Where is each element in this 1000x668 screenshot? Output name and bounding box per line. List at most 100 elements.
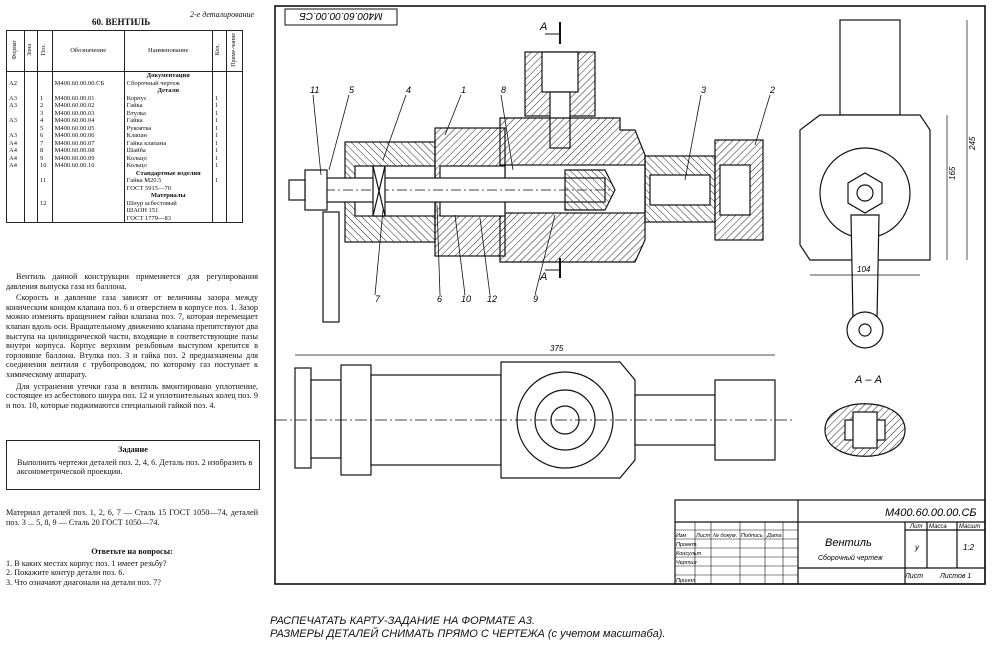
- table-row: Детали: [5, 87, 244, 95]
- tb-sheet: Лист: [904, 573, 923, 580]
- table-row: Документация: [5, 72, 244, 80]
- footer-line-1: РАСПЕЧАТАТЬ КАРТУ-ЗАДАНИЕ НА ФОРМАТЕ А3.: [270, 615, 535, 627]
- footer-line-2: РАЗМЕРЫ ДЕТАЛЕЙ СНИМАТЬ ПРЯМО С ЧЕРТЕЖА …: [270, 628, 666, 640]
- table-row: Материалы: [5, 192, 244, 200]
- col-note: Приме-чание: [230, 32, 237, 67]
- tb-row: Изм: [676, 533, 686, 539]
- tb-code: М400.60.00.00.СБ: [885, 507, 977, 519]
- table-row: [5, 222, 244, 223]
- tb-u: у: [914, 543, 920, 552]
- balloon: 3: [701, 85, 706, 95]
- tb-role: Проект.: [676, 542, 698, 548]
- description-para: Скорость и давление газа зависят от вели…: [6, 293, 258, 379]
- col-zone: Зона: [27, 43, 34, 56]
- tb-role: Чертил: [676, 560, 697, 566]
- col-name: Наименование: [123, 30, 213, 72]
- section-heading: Детали: [123, 87, 213, 95]
- materials-text: Материал деталей поз. 1, 2, 6, 7 — Сталь…: [6, 508, 258, 527]
- tb-row: Дата: [766, 533, 782, 539]
- main-section-view: [288, 51, 764, 323]
- description-para: Вентиль данной конструкции применяется д…: [6, 272, 258, 291]
- tb-lit: Лит: [909, 524, 922, 530]
- tb-scale-header: Масшт: [959, 524, 980, 530]
- description-para: Для устранения утечки газа в вентиль вмо…: [6, 381, 258, 410]
- balloon: 1: [461, 85, 466, 95]
- section-aa-title: А – А: [854, 374, 882, 386]
- description: Вентиль данной конструкции применяется д…: [6, 272, 258, 412]
- balloon: 8: [501, 85, 506, 95]
- col-pos: Поз.: [41, 44, 48, 56]
- balloon-numbers: 11 5 4 1 8 3 2 7 6 10 12 9: [310, 85, 775, 304]
- page-note: 2-е деталирование: [190, 10, 255, 19]
- dim-245: 245: [968, 136, 977, 151]
- col-code: Обозначение: [51, 30, 125, 72]
- dim-165: 165: [948, 166, 957, 180]
- tb-name: Вентиль: [825, 537, 872, 549]
- table-row: ГОСТ 1779—83: [5, 214, 244, 222]
- balloon: 4: [406, 85, 411, 95]
- section-letter-top: А: [539, 21, 547, 33]
- task-title: Задание: [118, 445, 148, 454]
- dim-375: 375: [550, 344, 564, 353]
- balloon: 10: [461, 294, 471, 304]
- section-title: 60. ВЕНТИЛЬ: [92, 17, 151, 27]
- assembly-drawing: М400.60.00.00.СБ: [274, 5, 986, 585]
- balloon: 12: [487, 294, 497, 304]
- tb-row: № докум.: [713, 533, 737, 539]
- side-view: [799, 19, 931, 349]
- question-item: 3. Что означают диагонали на детали поз.…: [6, 577, 161, 587]
- table-row: ГОСТ 5915—70: [5, 184, 244, 192]
- stamp-code: М400.60.00.00.СБ: [299, 10, 383, 21]
- dim-104: 104: [857, 265, 871, 274]
- table-row: ШАОН 151: [5, 207, 244, 215]
- title-block: [674, 499, 986, 585]
- sheet-frame: [274, 5, 986, 585]
- table-row: Стандартные изделия: [5, 169, 244, 177]
- balloon: 2: [769, 85, 775, 95]
- task-body: Выполнить чертежи деталей поз. 2, 4, 6. …: [17, 457, 253, 477]
- section-heading: Документация: [123, 72, 213, 80]
- questions-title: Ответьте на вопросы:: [91, 547, 173, 556]
- questions: Ответьте на вопросы: 1. В каких местах к…: [6, 547, 258, 587]
- tb-subname: Сборочный чертеж: [818, 554, 884, 562]
- question-item: 2. Покажите контур детали поз. 6.: [6, 568, 125, 578]
- task-box: Задание Выполнить чертежи деталей поз. 2…: [6, 440, 260, 490]
- specification-table: Формат Зона Поз. Обозначение Наименовани…: [5, 30, 244, 223]
- rotated-stamp: М400.60.00.00.СБ: [284, 8, 398, 26]
- col-qty: Кол.: [215, 44, 222, 56]
- tb-role: Принял: [676, 578, 695, 584]
- tb-row: Подпись: [741, 533, 763, 539]
- footer-note: РАСПЕЧАТАТЬ КАРТУ-ЗАДАНИЕ НА ФОРМАТЕ А3.…: [270, 615, 665, 641]
- section-heading: Материалы: [123, 192, 213, 200]
- tb-scale: 1:2: [963, 543, 975, 552]
- tb-role: Консульт: [676, 551, 702, 557]
- section-mark-top: [545, 22, 561, 44]
- side-dims: [810, 20, 968, 276]
- tb-mass: Масса: [929, 524, 947, 530]
- balloon: 6: [437, 294, 442, 304]
- section-heading: Стандартные изделия: [123, 169, 213, 177]
- col-format: Формат: [11, 39, 18, 60]
- balloon: 11: [310, 85, 319, 95]
- tb-row: Лист: [695, 533, 711, 539]
- section-mark-bottom: [545, 258, 561, 278]
- table-row: [5, 71, 244, 72]
- balloon: 7: [375, 294, 381, 304]
- tb-sheets: Листов 1: [939, 573, 971, 580]
- question-item: 1. В каких местах корпус поз. 1 имеет ре…: [6, 558, 167, 568]
- balloon-labels: [312, 94, 771, 296]
- title-block-text: М400.60.00.00.СБ Вентиль Сборочный черте…: [676, 507, 980, 584]
